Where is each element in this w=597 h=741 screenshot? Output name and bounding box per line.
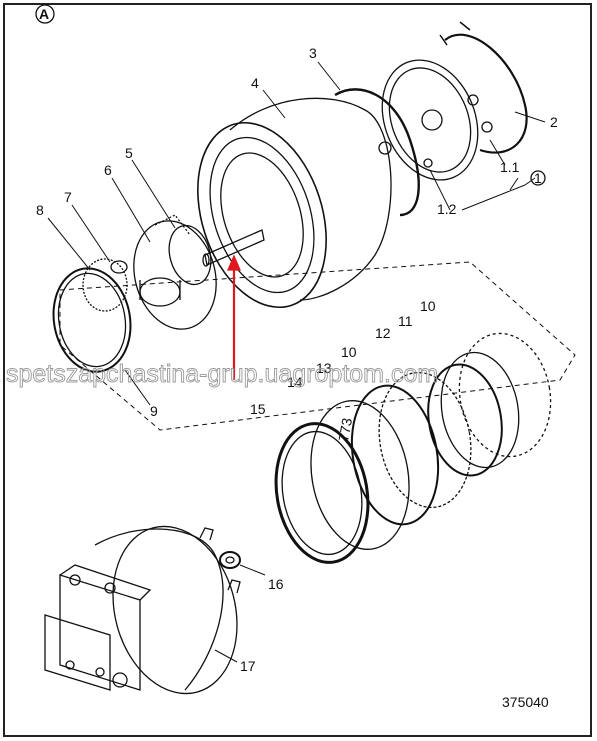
planetary-carrier bbox=[133, 214, 217, 330]
callout-13: 13 bbox=[316, 360, 332, 376]
callout-15: 15 bbox=[250, 401, 266, 417]
callout-17: 17 bbox=[240, 658, 256, 674]
callout-5: 5 bbox=[125, 145, 133, 161]
group-outline bbox=[59, 261, 576, 431]
callout-12: 12 bbox=[375, 325, 391, 341]
diagram-frame bbox=[3, 3, 592, 737]
ring-marking: 773 bbox=[335, 417, 355, 443]
callout-11: 11 bbox=[398, 313, 413, 329]
callout-circle bbox=[530, 170, 546, 186]
section-tag: A bbox=[39, 6, 49, 22]
section-tag-circle bbox=[35, 4, 55, 24]
snap-ring bbox=[444, 33, 528, 154]
callout-9: 9 bbox=[150, 403, 158, 419]
callout-16: 16 bbox=[268, 576, 284, 592]
callout-6: 6 bbox=[104, 162, 112, 178]
callout-2: 2 bbox=[550, 114, 558, 130]
callout-7: 7 bbox=[64, 189, 72, 205]
watermark: spetszapchastina-grup.uagroptom.com bbox=[6, 360, 438, 388]
leader-lines bbox=[47, 61, 546, 663]
callout-3: 3 bbox=[309, 45, 317, 61]
housing bbox=[197, 97, 392, 309]
travel-motor-assembly bbox=[44, 525, 241, 695]
callout-10-top: 10 bbox=[420, 298, 436, 314]
bearing-ring-set bbox=[274, 332, 552, 564]
callout-1-1: 1.1 bbox=[500, 159, 520, 175]
callout-1: 1 bbox=[534, 170, 542, 186]
callout-8: 8 bbox=[36, 202, 44, 218]
callout-4: 4 bbox=[251, 75, 259, 91]
callout-14: 14 bbox=[287, 374, 303, 390]
retaining-ring bbox=[52, 267, 132, 373]
washer bbox=[219, 551, 241, 569]
callout-10: 10 bbox=[341, 344, 357, 360]
drawing-number: 375040 bbox=[502, 694, 549, 710]
cover-plate bbox=[381, 59, 479, 181]
o-ring bbox=[334, 88, 420, 217]
sun-gear bbox=[82, 258, 128, 312]
callout-1-2: 1.2 bbox=[437, 201, 457, 217]
shaft bbox=[204, 229, 265, 266]
